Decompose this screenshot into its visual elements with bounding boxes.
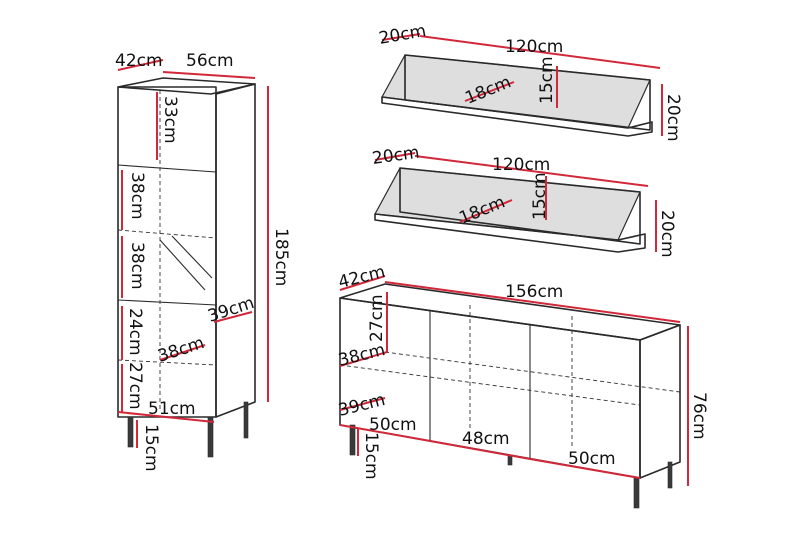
dim-cabinet-depth xyxy=(117,59,164,71)
dim-sideboard-middle xyxy=(429,440,531,460)
label-cabinet-lower-width: 51cm xyxy=(148,399,196,419)
dim-cabinet-lower-width xyxy=(117,411,215,423)
label-cabinet-height: 185cm xyxy=(271,228,291,286)
dim-shelf-bottom-inner xyxy=(459,199,513,223)
shelf-top-front xyxy=(381,96,653,137)
label-cabinet-lower-lower: 27cm xyxy=(125,362,145,410)
dim-shelf-top-width xyxy=(419,35,661,69)
label-shelf-bottom-height: 20cm xyxy=(657,210,677,258)
label-shelf-top-width: 120cm xyxy=(505,37,563,57)
label-cabinet-leg: 15cm xyxy=(141,424,161,472)
dim-cabinet-lower-depth xyxy=(213,311,253,323)
label-sideboard-height: 76cm xyxy=(689,392,709,440)
sideboard-hidden-shelf xyxy=(339,364,641,406)
tall-cabinet: 42cm 56cm 33cm 38cm 38cm 185cm 39cm 38cm… xyxy=(115,51,291,472)
sideboard-leg xyxy=(667,461,673,489)
sideboard-side xyxy=(639,324,681,479)
label-sideboard-shelf: 38cm xyxy=(336,340,387,371)
dim-sideboard-width xyxy=(384,281,681,323)
label-sideboard-left: 50cm xyxy=(369,415,417,435)
label-shelf-top-depth: 20cm xyxy=(377,21,427,49)
cabinet-top-surface xyxy=(117,77,256,95)
label-cabinet-lower-upper: 24cm xyxy=(125,308,145,356)
dim-shelf-top-depth xyxy=(381,33,421,41)
label-shelf-top-height: 20cm xyxy=(663,94,683,142)
cabinet-divider xyxy=(117,299,217,306)
label-sideboard-depth: 42cm xyxy=(336,262,387,293)
shelf-bottom-front xyxy=(374,213,646,253)
cabinet-divider xyxy=(117,164,217,173)
dim-shelf-top-inner xyxy=(464,81,515,102)
sideboard-leg xyxy=(633,477,640,509)
label-sideboard-right: 50cm xyxy=(568,449,616,469)
sideboard: 42cm 156cm 27cm 38cm 39cm 50cm 48cm 50cm… xyxy=(336,262,709,509)
label-cabinet-shelf-depth: 38cm xyxy=(155,333,206,367)
wall-shelf-bottom: 20cm 120cm 18cm 15cm 20cm xyxy=(371,143,677,258)
dim-shelf-bottom-width xyxy=(414,155,649,187)
label-cabinet-lower-depth: 39cm xyxy=(205,293,256,327)
label-cabinet-width: 56cm xyxy=(186,51,234,71)
label-sideboard-compartment: 27cm xyxy=(367,294,387,342)
dim-cabinet-width xyxy=(162,71,256,79)
label-cabinet-top: 33cm xyxy=(160,96,180,144)
cabinet-hidden-shelf xyxy=(117,229,217,239)
glass-reflection xyxy=(159,239,206,291)
label-shelf-bottom-width: 120cm xyxy=(492,155,550,175)
cabinet-side xyxy=(215,83,256,418)
dim-sideboard-inner xyxy=(339,397,386,411)
cabinet-leg xyxy=(243,401,249,439)
wall-shelf-top: 20cm 120cm 18cm 15cm 20cm xyxy=(377,21,683,142)
label-shelf-bottom-depth: 20cm xyxy=(371,143,421,169)
cabinet-leg xyxy=(207,416,214,458)
glass-reflection xyxy=(171,235,213,279)
label-sideboard-middle: 48cm xyxy=(462,429,510,449)
label-sideboard-width: 156cm xyxy=(505,282,563,302)
cabinet-leg xyxy=(127,416,134,448)
label-cabinet-mid-upper: 38cm xyxy=(127,172,147,220)
sideboard-hidden-shelf xyxy=(384,351,681,393)
dim-sideboard-left xyxy=(339,424,431,442)
label-shelf-bottom-back: 15cm xyxy=(530,172,550,220)
label-shelf-top-back: 15cm xyxy=(537,56,557,104)
label-sideboard-leg: 15cm xyxy=(361,432,381,480)
cabinet-hidden-shelf xyxy=(117,359,217,366)
label-cabinet-mid-lower: 38cm xyxy=(127,242,147,290)
dim-cabinet-shelf-depth xyxy=(159,344,206,361)
dim-shelf-bottom-depth xyxy=(374,152,416,161)
dim-sideboard-shelf xyxy=(339,351,388,367)
dim-sideboard-depth xyxy=(339,275,386,291)
sideboard-leg xyxy=(349,424,356,456)
label-cabinet-depth: 42cm xyxy=(115,51,163,71)
dim-sideboard-right xyxy=(529,458,641,479)
